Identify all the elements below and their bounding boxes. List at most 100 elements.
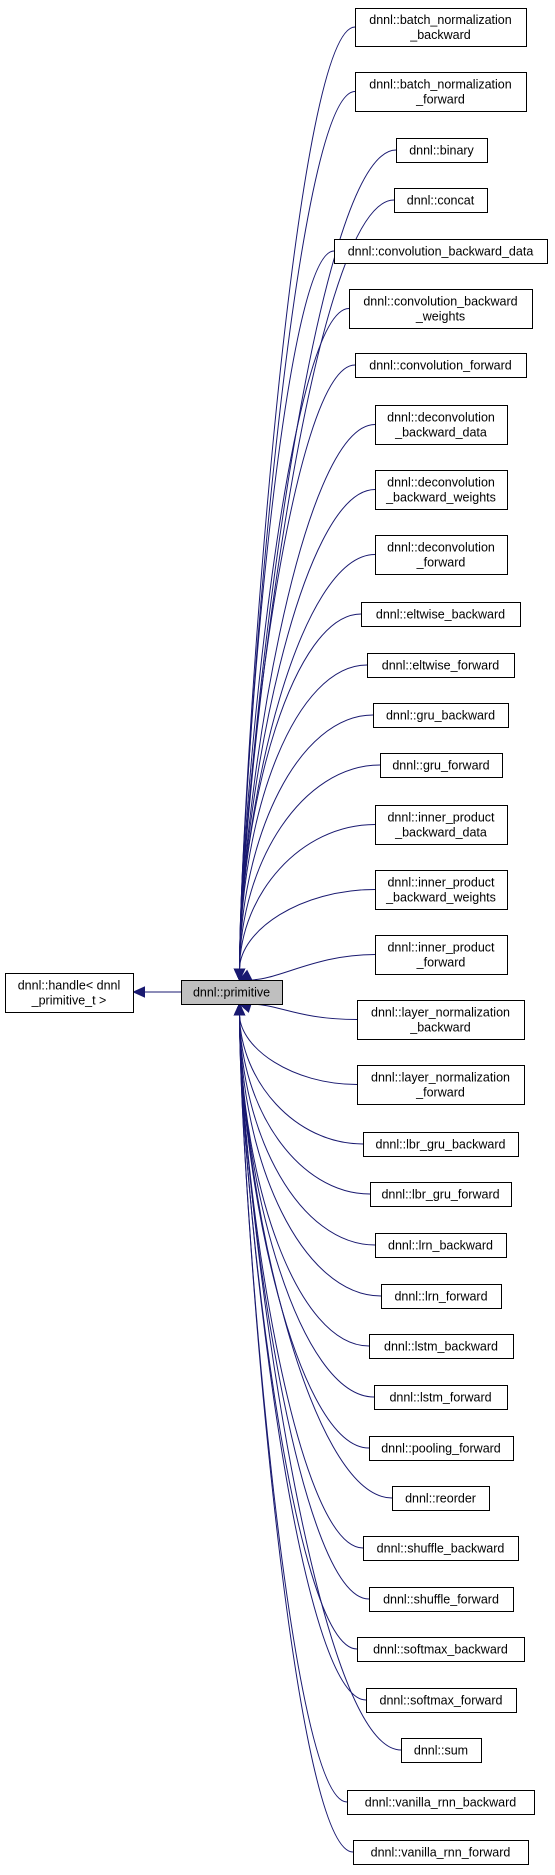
arrow-vanilla_rnn_forward: [233, 1002, 246, 1016]
class-node-batch-normalization-forward-label: dnnl::batch_normalization: [369, 78, 511, 92]
edge-convolution_backward_weights: [239, 308, 350, 970]
class-node-softmax-forward-box: [366, 1688, 517, 1713]
arrow-inner_product_forward: [238, 969, 253, 981]
edge-lstm_forward: [239, 1014, 375, 1398]
class-node-gru-forward-box: [380, 753, 503, 778]
class-node-reorder[interactable]: dnnl::reorder: [392, 1486, 490, 1511]
class-node-gru-forward[interactable]: dnnl::gru_forward: [380, 753, 503, 778]
class-node-softmax-forward[interactable]: dnnl::softmax_forward: [366, 1688, 517, 1713]
class-node-batch-normalization-backward-label: dnnl::batch_normalization: [369, 13, 511, 27]
class-node-layer-normalization-forward[interactable]: dnnl::layer_normalization_forward: [357, 1065, 525, 1105]
class-node-softmax-backward-label: dnnl::softmax_backward: [373, 1643, 508, 1657]
class-node-inner-product-forward[interactable]: dnnl::inner_product_forward: [375, 935, 508, 975]
edge-inner_product_forward: [249, 954, 376, 981]
class-node-deconvolution-backward-weights[interactable]: dnnl::deconvolution_backward_weights: [375, 470, 508, 510]
edge-convolution_forward: [239, 364, 356, 970]
class-node-deconvolution-backward-data[interactable]: dnnl::deconvolution_backward_data: [375, 405, 508, 445]
edge-vanilla_rnn_forward: [239, 1014, 354, 1853]
class-node-deconvolution-forward[interactable]: dnnl::deconvolution_forward: [375, 535, 508, 575]
class-node-primitive[interactable]: dnnl::primitive: [181, 980, 283, 1005]
class-node-lrn-backward-label: dnnl::lrn_backward: [388, 1239, 493, 1253]
class-node-convolution-backward-weights-box: [349, 289, 533, 329]
class-node-eltwise-forward[interactable]: dnnl::eltwise_forward: [367, 653, 515, 678]
class-node-lbr-gru-backward-label: dnnl::lbr_gru_backward: [376, 1138, 506, 1152]
edge-lrn_forward: [239, 1014, 382, 1297]
class-node-layer-normalization-backward-label: _backward: [409, 1021, 470, 1035]
class-node-deconvolution-backward-weights-label: dnnl::deconvolution: [387, 476, 495, 490]
class-node-lrn-backward[interactable]: dnnl::lrn_backward: [375, 1233, 507, 1258]
class-node-lstm-forward[interactable]: dnnl::lstm_forward: [374, 1385, 508, 1410]
class-node-batch-normalization-forward[interactable]: dnnl::batch_normalization_forward: [355, 72, 527, 112]
class-node-shuffle-backward[interactable]: dnnl::shuffle_backward: [363, 1536, 519, 1561]
class-node-eltwise-backward[interactable]: dnnl::eltwise_backward: [361, 602, 521, 627]
edge-inner_product_backward_data: [239, 824, 376, 970]
class-node-lstm-forward-box: [374, 1385, 508, 1410]
class-node-layer-normalization-forward-box: [357, 1065, 525, 1105]
edge-reorder: [239, 1014, 393, 1499]
class-node-gru-forward-label: dnnl::gru_forward: [392, 759, 489, 773]
class-node-batch-normalization-forward-box: [355, 72, 527, 112]
class-node-sum[interactable]: dnnl::sum: [401, 1738, 482, 1763]
edge-lrn_backward: [239, 1014, 376, 1246]
class-node-deconvolution-backward-data-label: _backward_data: [394, 426, 487, 440]
edge-eltwise_forward: [239, 664, 368, 970]
class-node-concat[interactable]: dnnl::concat: [394, 188, 488, 213]
class-node-batch-normalization-backward[interactable]: dnnl::batch_normalization_backward: [355, 8, 527, 47]
edges-layer: [132, 26, 402, 1853]
nodes-layer: dnnl::handle< dnnl_primitive_t > dnnl::pr…: [5, 8, 548, 1865]
arrow-handle: [132, 986, 145, 998]
class-node-inner-product-backward-weights-label: dnnl::inner_product: [387, 876, 495, 890]
edge-lbr_gru_backward: [239, 1014, 364, 1145]
class-node-gru-backward-label: dnnl::gru_backward: [386, 709, 495, 723]
edge-lstm_backward: [239, 1014, 370, 1347]
class-node-pooling-forward[interactable]: dnnl::pooling_forward: [369, 1436, 514, 1461]
class-node-binary-label: dnnl::binary: [409, 144, 474, 158]
class-node-lbr-gru-backward[interactable]: dnnl::lbr_gru_backward: [363, 1132, 519, 1157]
edge-shuffle_forward: [239, 1014, 370, 1600]
class-node-layer-normalization-backward-box: [357, 1000, 525, 1040]
class-node-binary[interactable]: dnnl::binary: [396, 138, 488, 163]
edge-gru_backward: [239, 714, 374, 970]
class-node-lstm-backward[interactable]: dnnl::lstm_backward: [369, 1334, 514, 1359]
class-node-lrn-forward[interactable]: dnnl::lrn_forward: [381, 1284, 502, 1309]
edge-layer_normalization_forward: [239, 1014, 358, 1085]
class-node-lbr-gru-forward[interactable]: dnnl::lbr_gru_forward: [370, 1182, 512, 1207]
class-node-gru-backward[interactable]: dnnl::gru_backward: [373, 703, 509, 728]
class-node-convolution-forward[interactable]: dnnl::convolution_forward: [355, 353, 527, 378]
class-node-inner-product-backward-data[interactable]: dnnl::inner_product_backward_data: [375, 805, 508, 845]
class-node-layer-normalization-backward[interactable]: dnnl::layer_normalization_backward: [357, 1000, 525, 1040]
edge-gru_forward: [239, 764, 381, 970]
edge-softmax_forward: [239, 1014, 367, 1701]
class-node-deconvolution-forward-label: dnnl::deconvolution: [387, 541, 495, 555]
class-node-deconvolution-backward-data-box: [375, 405, 508, 445]
edge-batch_normalization_backward: [239, 26, 356, 970]
class-node-handle[interactable]: dnnl::handle< dnnl_primitive_t >: [5, 973, 134, 1013]
class-node-softmax-forward-label: dnnl::softmax_forward: [380, 1694, 503, 1708]
class-node-eltwise-forward-box: [367, 653, 515, 678]
class-node-handle-label: _primitive_t >: [31, 994, 107, 1008]
edge-deconvolution_backward_weights: [239, 489, 376, 970]
class-node-vanilla-rnn-forward-box: [353, 1840, 529, 1865]
class-node-lbr-gru-forward-label: dnnl::lbr_gru_forward: [381, 1188, 499, 1202]
class-node-inner-product-backward-data-box: [375, 805, 508, 845]
class-node-vanilla-rnn-backward-box: [347, 1790, 535, 1815]
class-node-inner-product-forward-box: [375, 935, 508, 975]
class-node-vanilla-rnn-backward[interactable]: dnnl::vanilla_rnn_backward: [347, 1790, 535, 1815]
edge-sum: [239, 1014, 402, 1751]
class-node-eltwise-backward-box: [361, 602, 521, 627]
class-node-lbr-gru-backward-box: [363, 1132, 519, 1157]
class-node-vanilla-rnn-forward[interactable]: dnnl::vanilla_rnn_forward: [353, 1840, 529, 1865]
class-node-inner-product-backward-weights[interactable]: dnnl::inner_product_backward_weights: [375, 870, 508, 910]
class-node-shuffle-forward[interactable]: dnnl::shuffle_forward: [369, 1587, 514, 1612]
class-node-convolution-backward-data[interactable]: dnnl::convolution_backward_data: [334, 239, 548, 264]
class-node-concat-box: [394, 188, 488, 213]
class-node-convolution-backward-weights[interactable]: dnnl::convolution_backward_weights: [349, 289, 533, 329]
class-node-deconvolution-backward-weights-box: [375, 470, 508, 510]
class-node-softmax-backward[interactable]: dnnl::softmax_backward: [357, 1637, 525, 1662]
class-node-layer-normalization-forward-label: _forward: [415, 1086, 465, 1100]
edge-shuffle_backward: [239, 1014, 364, 1549]
class-node-gru-backward-box: [373, 703, 509, 728]
class-node-shuffle-forward-label: dnnl::shuffle_forward: [383, 1593, 499, 1607]
class-node-lbr-gru-forward-box: [370, 1182, 512, 1207]
